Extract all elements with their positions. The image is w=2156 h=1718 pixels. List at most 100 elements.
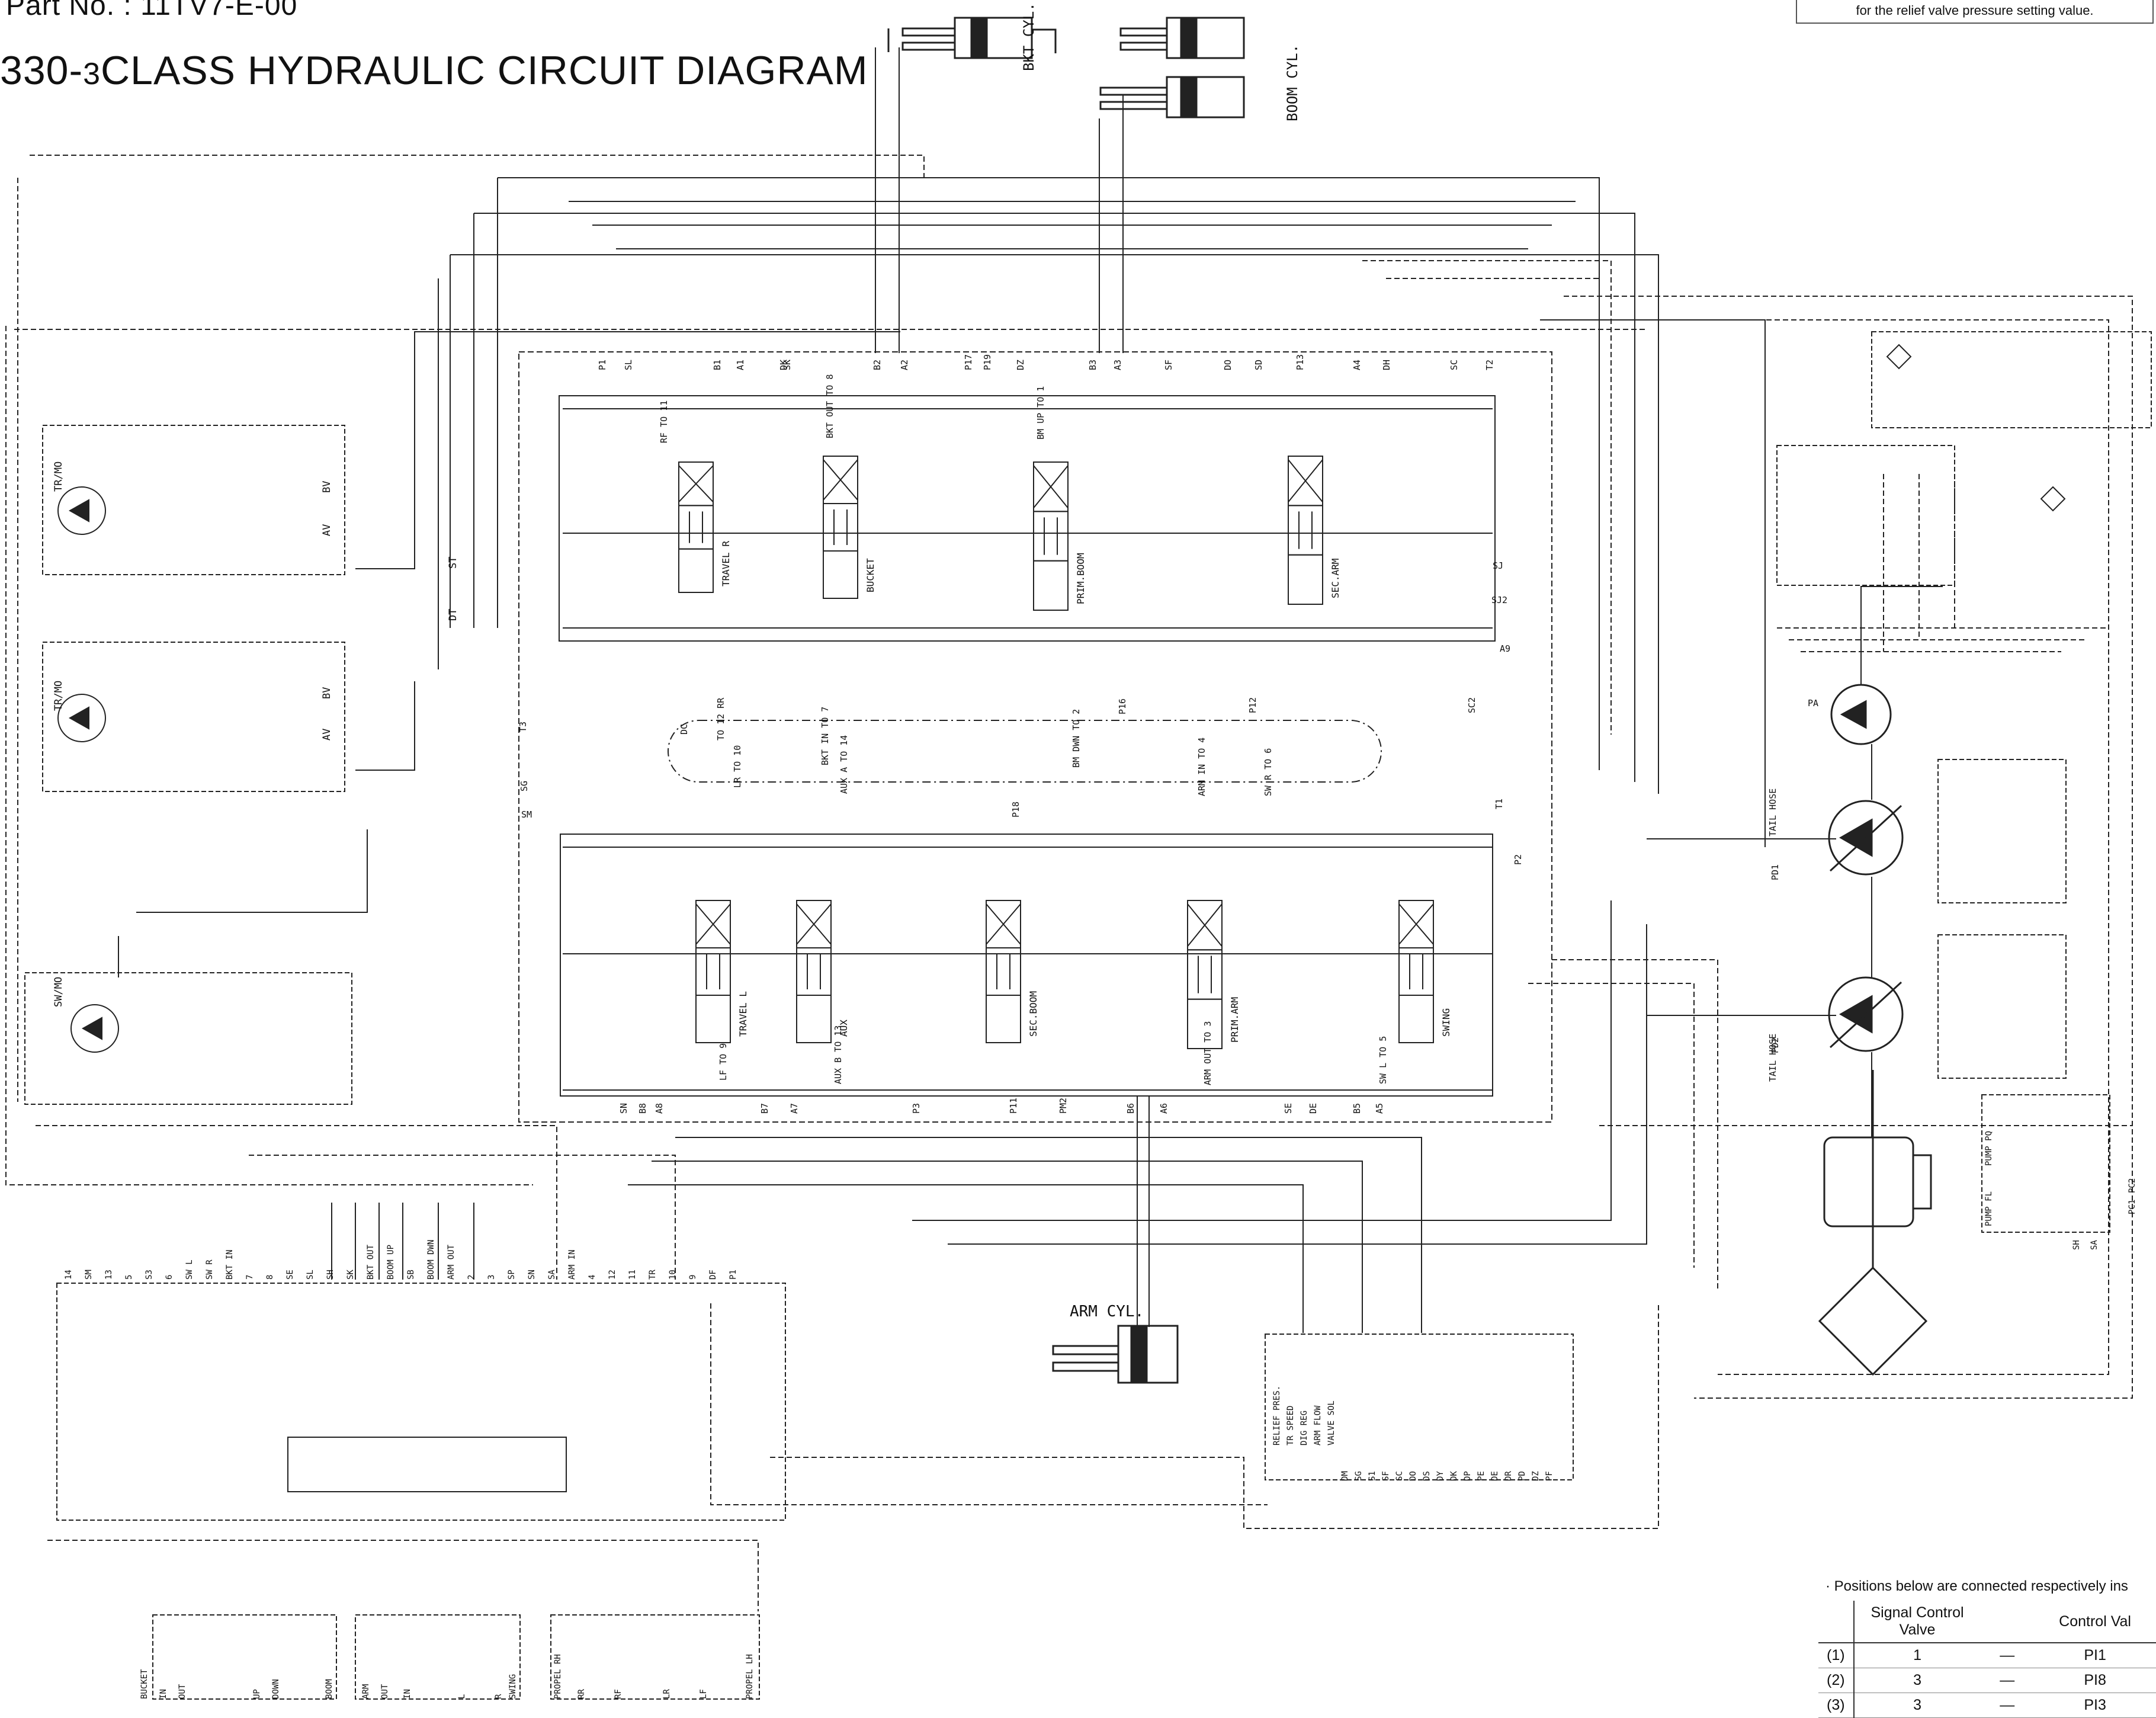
- main-control-valve: [518, 351, 1552, 1123]
- function-label: RF TO 11: [659, 400, 669, 443]
- joystick-label: BOOM: [325, 1679, 334, 1699]
- spool-label: TRAVEL R: [720, 541, 732, 586]
- port-label-bottom: P3: [911, 1103, 922, 1114]
- return-filter-block: [1776, 331, 2152, 586]
- pilot-port-label: SN: [527, 1270, 537, 1280]
- port-dt-label: DT: [447, 609, 459, 621]
- pump-pq-label: PUMP PQ: [1984, 1131, 1994, 1166]
- pilot-port-label: 6: [165, 1275, 174, 1280]
- port-label-top: SC: [1449, 360, 1459, 370]
- table-row: (3) 3 — PI3: [1818, 1693, 2156, 1718]
- spool-label: SWING: [1440, 1008, 1452, 1037]
- table-cell: (3): [1818, 1693, 1855, 1718]
- travel-motor-lower-label: TR/MO: [53, 681, 65, 711]
- pilot-port-label: 12: [608, 1270, 617, 1280]
- boom-cylinder-label: BOOM CYL.: [1284, 44, 1301, 121]
- pilot-port-label: P1: [729, 1270, 738, 1280]
- pilot-joysticks: [152, 1614, 760, 1700]
- function-label: SW L TO 5: [1378, 1036, 1388, 1084]
- port-label-top: SD: [1253, 360, 1264, 370]
- joystick-label: SWING: [508, 1674, 518, 1699]
- arm-cylinder: [1052, 1325, 1179, 1384]
- pump-pd2-label: PD2: [1770, 1037, 1780, 1053]
- table-cell: 1: [1853, 1643, 1981, 1668]
- port-label-top: B1: [712, 360, 723, 370]
- travel-motor-upper-bv: BV: [321, 481, 333, 493]
- port-label-top: SF: [1163, 360, 1174, 370]
- joystick-label: PROPEL LH: [745, 1654, 755, 1699]
- port-label-top: A3: [1112, 360, 1123, 370]
- pilot-port-label: BKT OUT: [366, 1244, 376, 1280]
- port-label-top: DK: [778, 360, 789, 370]
- travel-motor-upper-label: TR/MO: [53, 461, 65, 492]
- pilot-valve-block: [56, 1283, 786, 1521]
- relief-note: for the relief valve pressure setting va…: [1796, 0, 2154, 24]
- solenoid-label: DK: [1449, 1471, 1459, 1481]
- solenoid-label: DS: [1422, 1471, 1432, 1481]
- spool-label: PRIM.ARM: [1229, 997, 1240, 1043]
- solenoid-label: DM: [1340, 1471, 1350, 1481]
- joystick-label: UP: [252, 1689, 262, 1699]
- travel-motor-lower-av: AV: [321, 729, 333, 741]
- pump-pd1-label: PD1: [1770, 864, 1780, 880]
- joystick-label: ARM: [361, 1684, 371, 1699]
- port-label-mid: P16: [1117, 698, 1128, 714]
- function-label: BKT OUT TO 8: [824, 374, 835, 438]
- table-cell: 3: [1853, 1668, 1981, 1693]
- spool-bucket: [823, 456, 858, 599]
- spool-label: PRIM.BOOM: [1075, 553, 1086, 604]
- solenoid-label: S1: [1368, 1471, 1377, 1481]
- port-label-top: DO: [1223, 360, 1233, 370]
- table-row: (1) 1 — PI1: [1818, 1643, 2156, 1668]
- joystick-label: PROPEL RH: [553, 1654, 563, 1699]
- port-label-bottom: B6: [1125, 1103, 1136, 1114]
- joystick-label: IN: [403, 1689, 412, 1699]
- joystick-label: OUT: [178, 1684, 187, 1699]
- port-label-bottom: PM2: [1058, 1098, 1069, 1114]
- positions-header-1: Signal Control Valve: [1853, 1601, 1981, 1643]
- swing-motor: [24, 972, 352, 1105]
- pilot-port-label: SK: [346, 1270, 355, 1280]
- solenoid-label: SF: [1381, 1471, 1391, 1481]
- solenoid-label: DO: [1409, 1471, 1418, 1481]
- port-label-bottom: B5: [1352, 1103, 1362, 1114]
- boom-cylinder-lower: [1099, 76, 1245, 118]
- pilot-port-label: 2: [467, 1275, 476, 1280]
- solenoid-label: DY: [1436, 1471, 1445, 1481]
- pilot-port-label: 9: [688, 1275, 698, 1280]
- port-label-bottom: SE: [1283, 1103, 1294, 1114]
- joystick-label: RF: [614, 1689, 623, 1699]
- joystick-label: LR: [662, 1689, 672, 1699]
- table-cell: —: [1980, 1693, 2035, 1718]
- pilot-port-label: SL: [306, 1270, 315, 1280]
- spool-label: TRAVEL L: [737, 991, 749, 1037]
- port-label-mid: T3: [518, 722, 528, 732]
- function-label: AUX A TO 14: [839, 735, 849, 794]
- diagram-title: 330-3CLASS HYDRAULIC CIRCUIT DIAGRAM: [0, 47, 868, 94]
- joystick-label: LF: [699, 1689, 708, 1699]
- title-class-number: 3: [83, 57, 101, 91]
- positions-header-0: [1818, 1601, 1855, 1643]
- solenoid-label: SG: [1354, 1471, 1363, 1481]
- joystick-label: RR: [577, 1689, 586, 1699]
- pilot-port-label: 7: [245, 1275, 255, 1280]
- function-label: BM UP TO 1: [1035, 386, 1046, 440]
- port-label-mid: SJ: [1493, 560, 1503, 571]
- table-cell: PI8: [2034, 1668, 2156, 1693]
- engine: [1823, 1070, 1932, 1256]
- pilot-port-label: 13: [104, 1270, 114, 1280]
- title-prefix: 330-: [0, 48, 84, 93]
- port-label-top: P17: [963, 354, 974, 370]
- port-label-top: B2: [872, 360, 883, 370]
- pilot-port-label: 14: [64, 1270, 73, 1280]
- pump-pc1-label: PC1: [2128, 1200, 2137, 1214]
- solenoid-label: RELIEF PRES.: [1272, 1386, 1282, 1445]
- tail-hose-upper-label: TAIL HOSE: [1767, 789, 1778, 836]
- table-row: (2) 3 — PI8: [1818, 1668, 2156, 1693]
- port-label-top: T2: [1484, 360, 1495, 370]
- port-label-bottom: A6: [1159, 1103, 1169, 1114]
